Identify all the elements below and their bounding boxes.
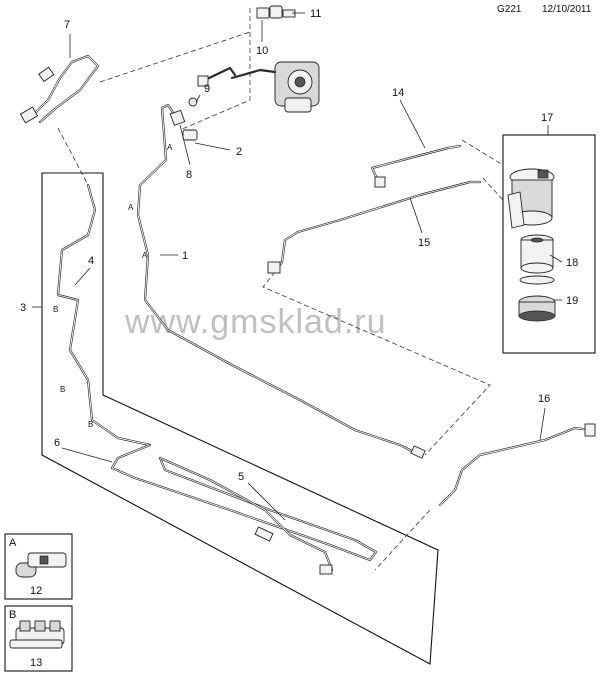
fuel-pipe-14 [370, 144, 462, 188]
callout-18: 18 [566, 257, 578, 269]
fuel-filter-housing [507, 168, 555, 229]
section-letter-a-3: A [142, 251, 148, 260]
callout-5: 5 [238, 471, 244, 483]
filter-kit-box [502, 134, 596, 354]
section-letter-a-2: A [128, 203, 134, 212]
callout-10: 10 [256, 45, 268, 57]
callout-19: 19 [566, 295, 578, 307]
callout-2: 2 [236, 146, 242, 158]
diagram-date: 12/10/2011 [542, 4, 592, 15]
fuel-filter-cap [518, 275, 556, 322]
connector-10 [256, 7, 270, 19]
inset-a: A 12 [4, 533, 73, 600]
section-letter-a-1: A [167, 143, 173, 152]
fuel-pipe-1 [136, 103, 426, 459]
callout-3: 3 [20, 302, 26, 314]
callout-1: 1 [182, 250, 188, 262]
fuel-pipe-7 [19, 54, 100, 124]
callout-14: 14 [392, 87, 404, 99]
callout-16: 16 [538, 393, 550, 405]
inset-a-letter: A [9, 537, 17, 549]
fuel-pipe-16 [438, 423, 596, 507]
callout-leader-lines [32, 12, 563, 521]
watermark: www.gmsklad.ru [124, 303, 387, 341]
connector-8 [169, 109, 186, 126]
dashed-guide-lines [57, 8, 504, 571]
callout-15: 15 [418, 237, 430, 249]
callout-7: 7 [64, 19, 70, 31]
inset-b-number: 13 [30, 657, 42, 669]
fuel-pipe-15 [267, 180, 482, 274]
fuel-pump-assembly [203, 61, 320, 113]
diagram-code: G221 [497, 4, 522, 15]
fuel-pipe-5 [158, 456, 334, 575]
fuel-pipe-4 [56, 183, 152, 447]
section-letter-b-3: B [88, 420, 93, 429]
callout-11: 11 [310, 8, 321, 20]
connector-2 [182, 129, 198, 141]
inset-a-number: 12 [30, 585, 42, 597]
inset-b: B 13 [4, 605, 73, 672]
callout-4: 4 [88, 255, 94, 267]
callout-9: 9 [204, 83, 210, 95]
fuel-filter-element [520, 234, 554, 274]
connector-11 [269, 5, 296, 19]
callout-6: 6 [54, 437, 60, 449]
callout-8: 8 [186, 169, 192, 181]
callout-17: 17 [541, 112, 553, 124]
section-letter-b-1: B [53, 305, 58, 314]
connector-9 [188, 75, 209, 107]
inset-b-letter: B [9, 609, 16, 621]
section-letter-b-2: B [60, 385, 65, 394]
group-frame-outline [41, 172, 439, 665]
